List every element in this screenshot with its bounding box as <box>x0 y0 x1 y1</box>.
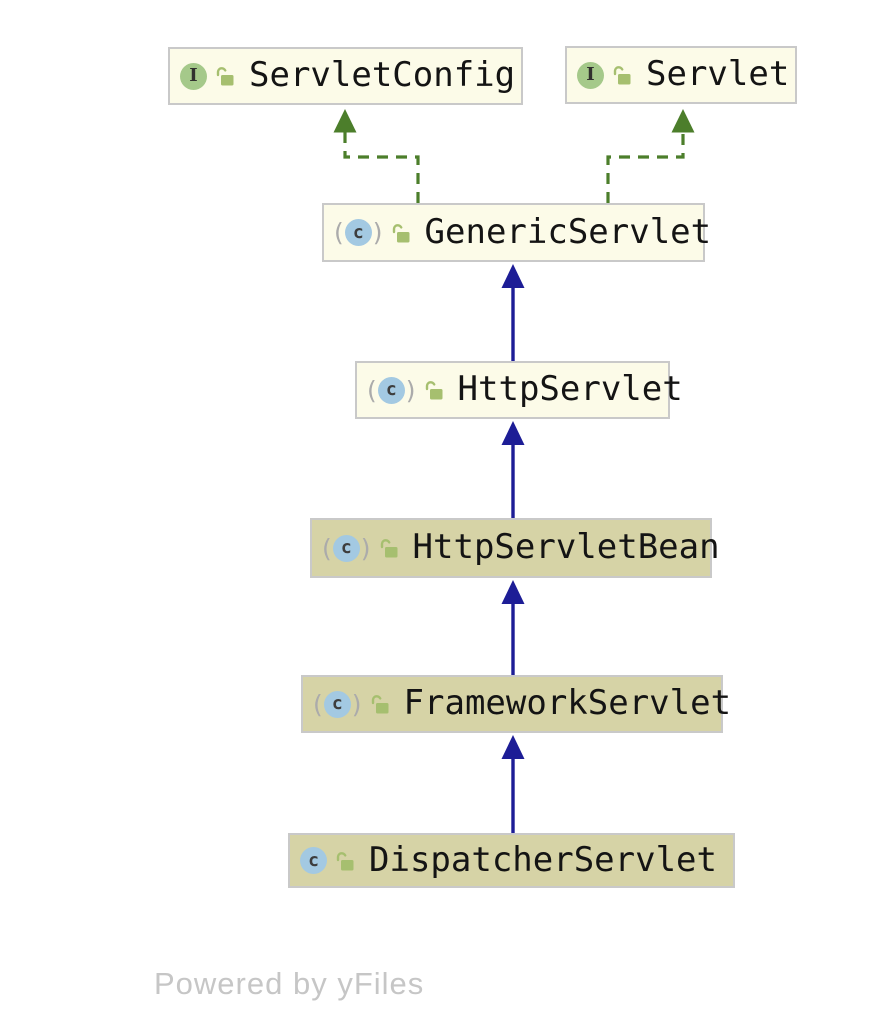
unlock-icon <box>336 851 354 870</box>
node-dispatcherservlet[interactable]: c DispatcherServlet <box>288 833 735 888</box>
interface-icon-letter: I <box>577 61 604 89</box>
interface-icon: I <box>180 62 207 90</box>
edge-implements-genericservlet-servlet[interactable] <box>606 109 695 203</box>
class-icon-letter: c <box>300 847 327 874</box>
edge-extends-httpservlet-genericservlet[interactable] <box>501 264 525 361</box>
class-icon-letter: c <box>377 376 405 404</box>
node-httpservlet[interactable]: c HttpServlet <box>355 361 683 419</box>
node-label: GenericServlet <box>424 211 712 252</box>
unlock-icon <box>613 66 631 85</box>
abstract-class-icon: c <box>367 376 416 404</box>
edge-extends-dispatcherservlet-frameworkservlet[interactable] <box>501 735 525 833</box>
abstract-class-icon: c <box>322 534 371 562</box>
node-frameworkservlet[interactable]: c FrameworkServlet <box>301 675 731 733</box>
node-label: FrameworkServlet <box>403 683 732 723</box>
unlock-icon <box>392 223 410 242</box>
unlock-icon <box>371 695 389 714</box>
node-label: Servlet <box>646 54 790 94</box>
node-servlet[interactable]: I Servlet <box>565 46 797 104</box>
class-icon: c <box>300 847 327 874</box>
edge-implements-genericservlet-servletconfig[interactable] <box>333 109 420 203</box>
interface-icon-letter: I <box>180 62 207 90</box>
abstract-class-icon: c <box>334 219 383 246</box>
abstract-class-icon: c <box>313 690 362 718</box>
node-genericservlet[interactable]: c GenericServlet <box>322 203 711 262</box>
node-label: ServletConfig <box>249 55 516 95</box>
node-label: HttpServletBean <box>412 527 720 567</box>
unlock-icon <box>380 539 398 558</box>
interface-icon: I <box>577 61 604 89</box>
node-servletconfig[interactable]: I ServletConfig <box>168 47 523 105</box>
node-httpservletbean[interactable]: c HttpServletBean <box>310 518 720 578</box>
yfiles-watermark: Powered by yFiles <box>154 966 425 1001</box>
edge-extends-httpservletbean-httpservlet[interactable] <box>501 421 525 518</box>
node-label: DispatcherServlet <box>369 839 717 880</box>
unlock-icon <box>425 381 443 400</box>
edge-extends-frameworkservlet-httpservletbean[interactable] <box>501 580 525 675</box>
node-label: HttpServlet <box>457 369 683 409</box>
class-icon-letter: c <box>344 219 372 246</box>
unlock-icon <box>216 67 234 86</box>
class-icon-letter: c <box>332 534 360 562</box>
class-icon-letter: c <box>323 690 351 718</box>
